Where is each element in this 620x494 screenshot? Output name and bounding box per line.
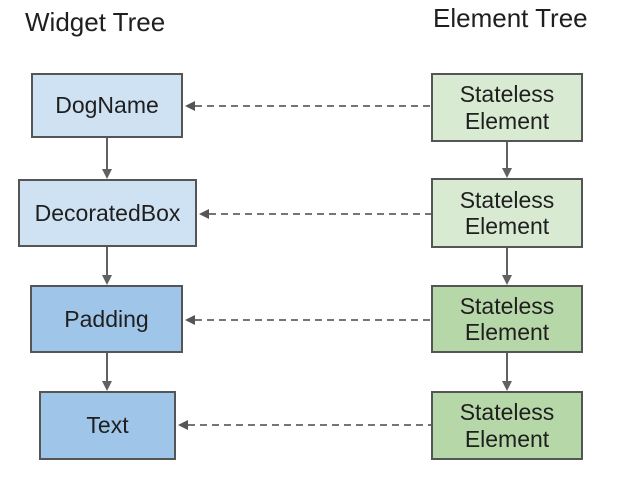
widget-node-dogname: DogName — [31, 73, 183, 138]
widget-node-label: DogName — [55, 92, 159, 119]
element-node-2: Stateless Element — [431, 178, 583, 248]
element-node-label: Stateless Element — [459, 292, 555, 345]
widget-node-label: Text — [86, 412, 129, 439]
element-tree-title: Element Tree — [433, 3, 588, 33]
widget-node-decoratedbox: DecoratedBox — [18, 179, 197, 247]
widget-tree-title: Widget Tree — [25, 7, 166, 37]
widget-connector-1 — [102, 138, 112, 179]
widget-node-text: Text — [39, 391, 176, 460]
element-connector-2 — [502, 248, 512, 285]
element-to-widget-arrow-2 — [199, 209, 431, 219]
widget-connector-3 — [102, 353, 112, 391]
element-node-label: Stateless Element — [459, 399, 555, 452]
widget-node-label: Padding — [64, 305, 149, 332]
element-to-widget-arrow-1 — [185, 101, 431, 111]
widget-node-label: DecoratedBox — [34, 199, 181, 226]
element-connector-1 — [502, 142, 512, 178]
element-node-label: Stateless Element — [459, 81, 555, 134]
element-node-label: Stateless Element — [459, 186, 555, 239]
widget-node-padding: Padding — [30, 285, 183, 353]
element-to-widget-arrow-4 — [178, 420, 431, 430]
element-node-4: Stateless Element — [431, 391, 583, 460]
widget-connector-2 — [102, 247, 112, 285]
element-connector-3 — [502, 353, 512, 391]
element-to-widget-arrow-3 — [185, 315, 431, 325]
element-node-3: Stateless Element — [431, 285, 583, 353]
element-node-1: Stateless Element — [431, 73, 583, 142]
